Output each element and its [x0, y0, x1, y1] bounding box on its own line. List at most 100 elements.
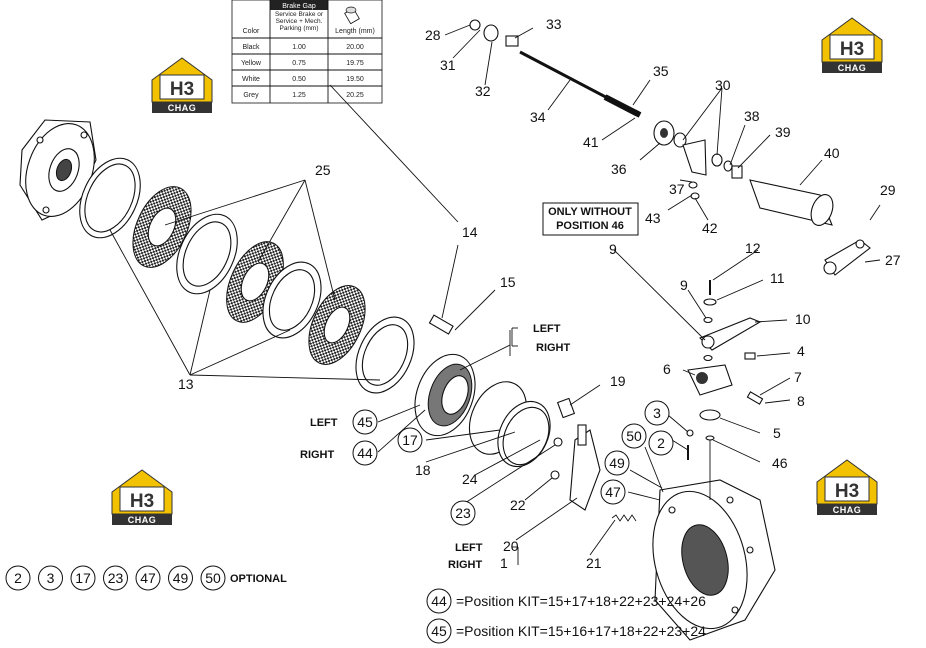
table-cell-service: 1.00 — [292, 44, 306, 51]
callout-8: 8 — [797, 393, 805, 409]
circled-callout-45: 45 — [352, 409, 378, 435]
table-cell-color: Grey — [243, 92, 259, 99]
optional-item: 2 — [5, 565, 31, 591]
callout-4: 4 — [797, 343, 805, 359]
circled-callout-23: 23 — [450, 500, 476, 526]
side-label-left-top: LEFT — [533, 323, 561, 335]
bolt-icon — [344, 6, 360, 25]
callout-29: 29 — [880, 182, 896, 198]
callout-37: 37 — [669, 181, 685, 197]
pin-19 — [556, 397, 576, 419]
friction-disc-1 — [132, 186, 192, 268]
optional-item: 50 — [200, 565, 226, 591]
circled-number: 2 — [657, 435, 665, 451]
steel-plate-4 — [355, 316, 415, 394]
kit-44: 44 =Position KIT=15+17+18+22+23+24+26 — [426, 588, 706, 614]
callout-40: 40 — [824, 145, 840, 161]
kit-45: 45 =Position KIT=15+16+17+18+22+23+24 — [426, 618, 706, 644]
callout-21: 21 — [586, 555, 602, 571]
kit-44-number: 44 — [431, 593, 447, 609]
optional-label: OPTIONAL — [230, 573, 287, 585]
note-line-1: ONLY WITHOUT — [548, 206, 632, 218]
callout-35: 35 — [653, 63, 669, 79]
callout-12: 12 — [745, 240, 761, 256]
circled-callout-3: 3 — [644, 400, 670, 426]
logo-text: CHAG — [128, 515, 157, 525]
optional-item-number: 47 — [140, 570, 156, 586]
callout-31: 31 — [440, 57, 456, 73]
callout-28: 28 — [425, 27, 441, 43]
side-labels: LEFT RIGHT LEFT RIGHT LEFT RIGHT — [300, 323, 571, 571]
circled-number: 49 — [609, 455, 625, 471]
callout-33: 33 — [546, 16, 562, 32]
callout-19: 19 — [610, 373, 626, 389]
logo-text: CHAG — [833, 505, 862, 515]
brake-piston — [414, 353, 476, 437]
callout-9a: 9 — [680, 277, 688, 293]
table-cell-color: Yellow — [241, 60, 262, 67]
side-label-right-top: RIGHT — [536, 342, 571, 354]
callout-43: 43 — [645, 210, 661, 226]
circled-number: 50 — [626, 428, 642, 444]
brake-lever-20 — [550, 424, 601, 511]
callout-42: 42 — [702, 220, 718, 236]
callout-20: 20 — [503, 538, 519, 554]
optional-item-number: 2 — [14, 570, 22, 586]
steel-plate-1 — [79, 157, 141, 239]
kit-45-text: =Position KIT=15+16+17+18+22+23+24 — [456, 623, 706, 639]
logo-letters: H3 — [170, 79, 194, 100]
callout-25: 25 — [315, 162, 331, 178]
circled-number: 45 — [357, 414, 373, 430]
circled-number: 23 — [455, 505, 471, 521]
optional-item-number: 3 — [47, 570, 55, 586]
actuator-40 — [749, 179, 834, 226]
table-title: Brake Gap — [282, 3, 316, 10]
circled-callout-17: 17 — [397, 427, 423, 453]
table-cell-color: Black — [242, 44, 260, 51]
optional-item: 47 — [135, 565, 161, 591]
kit-45-number: 45 — [431, 623, 447, 639]
table-cell-service: 1.25 — [292, 92, 306, 99]
circled-callout-50: 50 — [621, 423, 647, 449]
callout-27: 27 — [885, 252, 901, 268]
side-label-left-mid: LEFT — [310, 417, 338, 429]
optional-item-number: 49 — [173, 570, 189, 586]
lever-10 — [699, 317, 762, 362]
table-cell-color: White — [242, 76, 260, 83]
bolt-12 — [703, 280, 717, 324]
brake-gap-table: Brake Gap Color Service Brake or Service… — [231, 0, 383, 104]
optional-item-number: 23 — [108, 570, 124, 586]
nuts-38-39 — [723, 160, 743, 179]
optional-item-number: 17 — [75, 570, 91, 586]
spring-21 — [611, 514, 637, 522]
table-cell-service: 0.50 — [292, 76, 306, 83]
circled-callout-47: 47 — [600, 479, 626, 505]
callout-6: 6 — [663, 361, 671, 377]
side-label-right-mid: RIGHT — [300, 449, 335, 461]
table-header-color: Color — [243, 28, 260, 35]
circled-callout-49: 49 — [604, 450, 630, 476]
callout-38: 38 — [744, 108, 760, 124]
callout-24: 24 — [462, 471, 478, 487]
circled-callout-44: 44 — [352, 440, 378, 466]
block-6 — [687, 352, 764, 405]
only-without-note: ONLY WITHOUT POSITION 46 — [542, 202, 639, 236]
optional-item-number: 50 — [205, 570, 221, 586]
optional-item: 23 — [103, 565, 128, 591]
note-line-2: POSITION 46 — [556, 220, 624, 232]
table-cell-length: 19.50 — [346, 76, 364, 83]
rings-5-46 — [686, 409, 721, 460]
small-parts-28-33 — [469, 19, 519, 47]
logo-text: CHAG — [168, 103, 197, 113]
friction-disc-3 — [308, 285, 366, 365]
o-rings — [468, 381, 551, 467]
callout-11: 11 — [770, 270, 785, 286]
logo-text: CHAG — [838, 63, 867, 73]
callout-41: 41 — [583, 134, 599, 150]
shaft-34 — [519, 50, 642, 118]
logo-letters: H3 — [130, 491, 154, 512]
